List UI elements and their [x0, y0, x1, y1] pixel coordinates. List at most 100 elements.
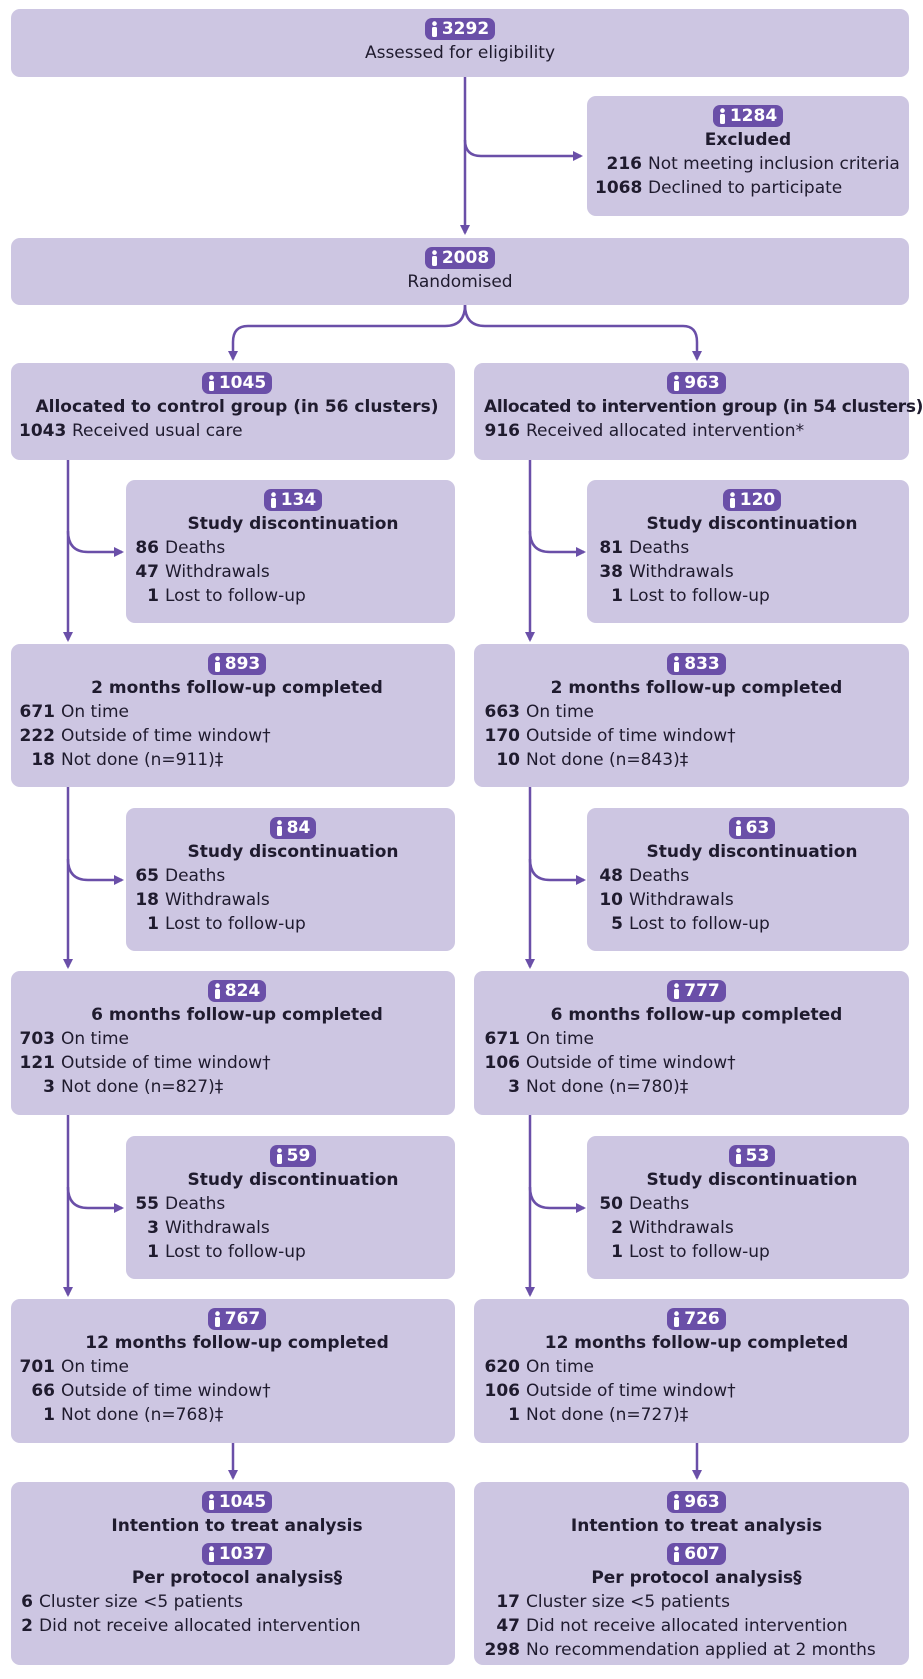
person-icon	[214, 1311, 220, 1327]
count-badge: 53	[728, 1145, 776, 1167]
discontinuation-title: Study discontinuation	[187, 1170, 399, 1190]
assessed-box: 3292 Assessed for eligibility	[11, 9, 909, 77]
randomised-label: Randomised	[407, 272, 513, 292]
person-icon	[276, 1148, 282, 1164]
count-badge: 963	[667, 372, 726, 394]
intervention-allocation-title: Allocated to intervention group (in 54 c…	[484, 397, 923, 417]
person-icon	[270, 492, 276, 508]
count-badge: 607	[667, 1543, 726, 1565]
excluded-count: 1284	[729, 106, 778, 126]
count-badge: 63	[728, 817, 776, 839]
count-badge: 824	[207, 980, 267, 1002]
followup-title: 6 months follow-up completed	[550, 1005, 843, 1025]
count-badge: 84	[269, 817, 317, 839]
randomised-count: 2008	[441, 248, 490, 268]
person-icon	[674, 1311, 680, 1327]
person-icon	[674, 1546, 680, 1562]
control-analysis-box: 1045 Intention to treat analysis 1037 Pe…	[11, 1482, 455, 1665]
assessed-count: 3292	[441, 19, 490, 39]
person-icon	[214, 656, 220, 672]
person-icon	[674, 656, 680, 672]
count-badge: 3292	[424, 18, 496, 40]
control-allocation-box: 1045 Allocated to control group (in 56 c…	[11, 363, 455, 460]
intervention-analysis-box: 963 Intention to treat analysis 607 Per …	[474, 1482, 909, 1665]
person-icon	[431, 250, 437, 266]
control-allocation-title: Allocated to control group (in 56 cluste…	[35, 397, 439, 417]
discontinuation-title: Study discontinuation	[646, 514, 858, 534]
person-icon	[431, 21, 437, 37]
count-badge: 1037	[201, 1543, 273, 1565]
pp-title: Per protocol analysis§	[591, 1568, 802, 1588]
person-icon	[674, 1494, 680, 1510]
person-icon	[719, 108, 725, 124]
pp-title: Per protocol analysis§	[131, 1568, 343, 1588]
count-badge: 120	[722, 489, 782, 511]
followup-title: 2 months follow-up completed	[550, 678, 843, 698]
count-badge: 893	[207, 653, 267, 675]
randomised-box: 2008 Randomised	[11, 238, 909, 305]
person-icon	[729, 492, 735, 508]
discontinuation-title: Study discontinuation	[646, 842, 858, 862]
count-badge: 767	[207, 1308, 267, 1330]
person-icon	[276, 820, 282, 836]
followup-title: 6 months follow-up completed	[91, 1005, 383, 1025]
count-badge: 134	[263, 489, 323, 511]
person-icon	[674, 983, 680, 999]
followup-title: 12 months follow-up completed	[85, 1333, 389, 1353]
count-badge: 963	[667, 1491, 726, 1513]
person-icon	[208, 1546, 214, 1562]
person-icon	[735, 820, 741, 836]
person-icon	[735, 1148, 741, 1164]
discontinuation-title: Study discontinuation	[187, 514, 399, 534]
excluded-title: Excluded	[704, 130, 792, 150]
count-badge: 2008	[424, 247, 496, 269]
